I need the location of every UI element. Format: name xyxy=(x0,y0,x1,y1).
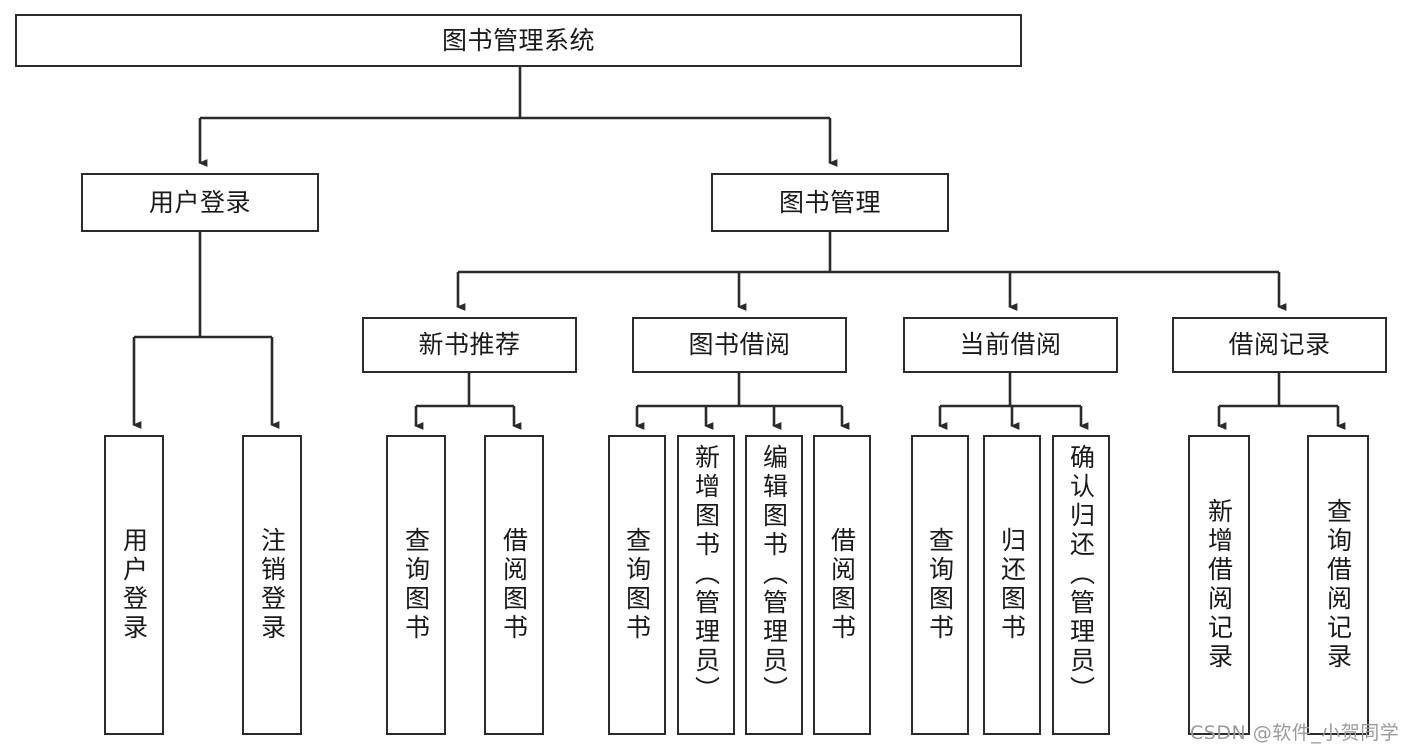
node-label: 用户登录 xyxy=(148,187,251,217)
node-current-borrowing[interactable]: 当前借阅 xyxy=(903,317,1118,373)
connector-records-to-leaves xyxy=(1219,373,1338,426)
node-label: 新增图书（管理员） xyxy=(691,444,721,705)
connector-current-borrow-to-leaves xyxy=(940,373,1081,426)
node-leaf-user-logout[interactable]: 注销登录 xyxy=(242,435,302,735)
node-leaf-borrow-books-new[interactable]: 借阅图书 xyxy=(484,435,544,735)
node-label: 查询图书 xyxy=(622,527,652,643)
node-leaf-add-borrow-record[interactable]: 新增借阅记录 xyxy=(1188,435,1250,735)
node-label: 查询图书 xyxy=(401,527,431,643)
csdn-watermark: CSDN @软件_小贺同学 xyxy=(1190,722,1400,744)
node-leaf-query-borrow-record[interactable]: 查询借阅记录 xyxy=(1307,435,1369,735)
node-root-library-system[interactable]: 图书管理系统 xyxy=(15,14,1022,67)
connector-borrow-to-leaves xyxy=(637,373,842,426)
node-label: 用户登录 xyxy=(119,527,149,643)
node-label: 当前借阅 xyxy=(959,330,1062,360)
node-label: 借阅图书 xyxy=(499,527,529,643)
node-leaf-query-books-new[interactable]: 查询图书 xyxy=(386,435,446,735)
node-label: 新增借阅记录 xyxy=(1204,498,1234,672)
node-label: 编辑图书（管理员） xyxy=(759,444,789,705)
connector-new-books-to-leaves xyxy=(416,373,514,426)
node-new-book-recommendation[interactable]: 新书推荐 xyxy=(362,317,577,373)
node-label: 确认归还（管理员） xyxy=(1066,444,1096,705)
node-leaf-user-login[interactable]: 用户登录 xyxy=(104,435,164,735)
node-user-login[interactable]: 用户登录 xyxy=(81,173,319,232)
node-borrowing-records[interactable]: 借阅记录 xyxy=(1172,317,1387,373)
node-leaf-confirm-return-admin[interactable]: 确认归还（管理员） xyxy=(1052,435,1110,735)
node-leaf-query-books-borrow[interactable]: 查询图书 xyxy=(608,435,666,735)
connector-user-login-to-leaves xyxy=(134,232,272,425)
node-label: 新书推荐 xyxy=(418,330,521,360)
node-label: 注销登录 xyxy=(257,527,287,643)
node-leaf-borrow-books[interactable]: 借阅图书 xyxy=(813,435,871,735)
node-label: 查询借阅记录 xyxy=(1323,498,1353,672)
connector-root-to-level2 xyxy=(200,67,830,163)
node-label: 图书管理 xyxy=(778,187,881,217)
node-book-borrowing[interactable]: 图书借阅 xyxy=(632,317,847,373)
node-leaf-query-books-current[interactable]: 查询图书 xyxy=(911,435,969,735)
node-leaf-return-books[interactable]: 归还图书 xyxy=(983,435,1041,735)
node-label: 图书借阅 xyxy=(688,330,791,360)
node-label: 借阅图书 xyxy=(827,527,857,643)
node-book-management[interactable]: 图书管理 xyxy=(711,173,949,232)
connector-book-mgmt-to-level3 xyxy=(458,232,1279,307)
node-label: 图书管理系统 xyxy=(441,25,595,55)
node-label: 查询图书 xyxy=(925,527,955,643)
node-label: 借阅记录 xyxy=(1228,330,1331,360)
node-leaf-add-book-admin[interactable]: 新增图书（管理员） xyxy=(677,435,735,735)
node-leaf-edit-book-admin[interactable]: 编辑图书（管理员） xyxy=(745,435,803,735)
node-label: 归还图书 xyxy=(997,527,1027,643)
